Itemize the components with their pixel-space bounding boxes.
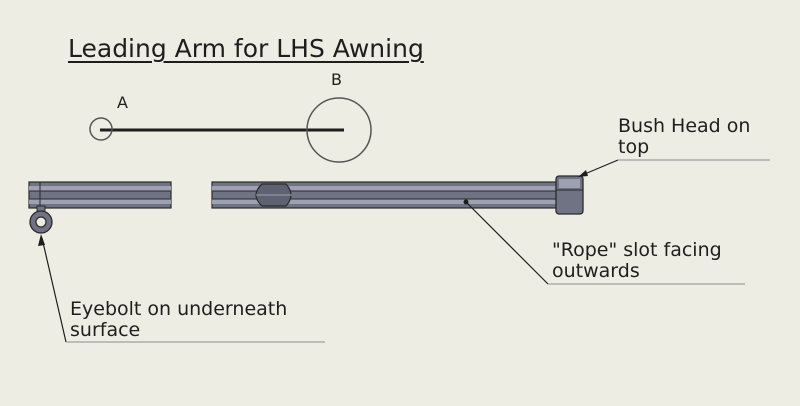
- callout-rope-slot-line2: outwards: [552, 260, 640, 282]
- callout-bush-head-line2: top: [618, 136, 650, 158]
- callout-bush-head-line1: Bush Head on: [618, 115, 751, 137]
- arm-right-segment: [211, 181, 559, 209]
- diagram-title: Leading Arm for LHS Awning: [68, 34, 424, 63]
- eyebolt-shape: [29, 205, 53, 234]
- leader-bush-head: [578, 159, 770, 177]
- detail-circle-b: [306, 97, 372, 163]
- detail-label-a: A: [117, 93, 128, 112]
- leader-eyebolt: [38, 234, 325, 343]
- detail-label-b: B: [331, 70, 342, 89]
- detail-circle-a: [89, 117, 113, 141]
- callout-eyebolt-line2: surface: [70, 319, 141, 341]
- leader-rope-slot: [463, 199, 745, 285]
- arm-left-segment: [28, 181, 172, 209]
- callout-eyebolt-line1: Eyebolt on underneath: [70, 298, 288, 320]
- bush-head-shape: [555, 175, 584, 215]
- callout-rope-slot-line1: "Rope" slot facing: [552, 239, 722, 261]
